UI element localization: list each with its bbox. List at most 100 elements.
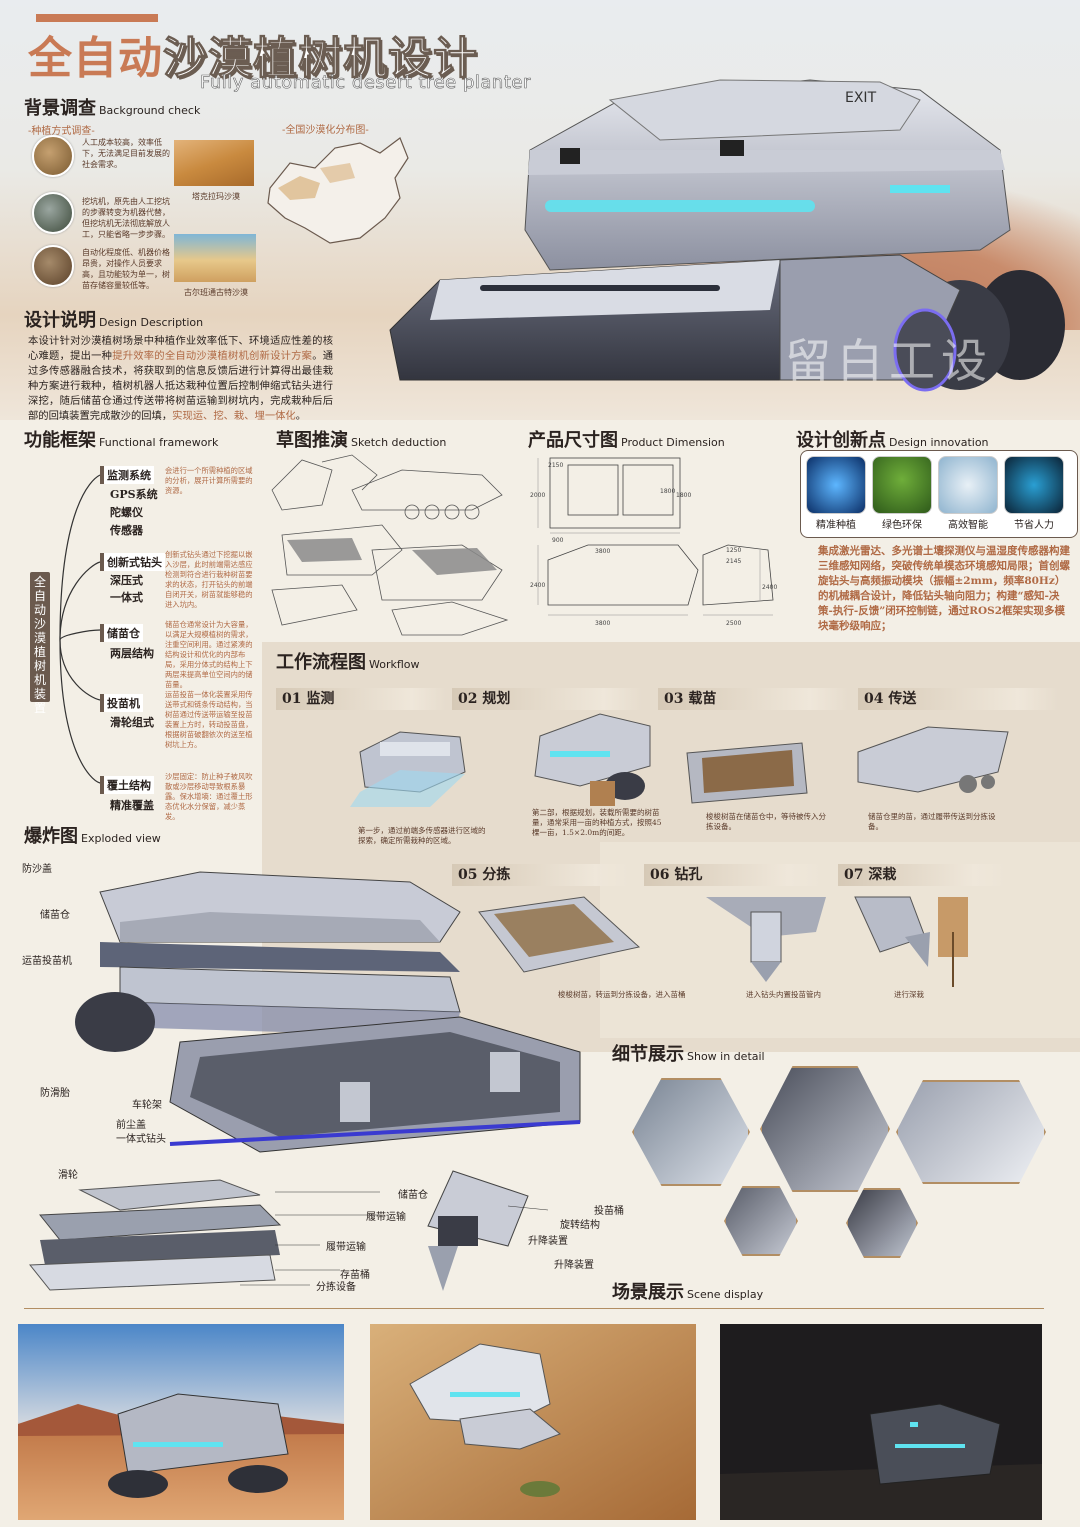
innovation-label-4: 节省人力 xyxy=(1014,520,1054,531)
framework-group-storage: 储苗仓 xyxy=(100,624,143,642)
dim-label-2150: 2150 xyxy=(548,462,564,469)
smart-hand-icon xyxy=(938,456,998,514)
step-07-header: 07 深栽 xyxy=(838,864,1008,886)
step-05-image xyxy=(478,896,641,973)
drill-label-bucket: 投苗桶 xyxy=(594,1206,624,1217)
drill-module-render xyxy=(427,1170,548,1291)
step-04-note: 储苗仓里的苗，通过履带传送到分拣设备。 xyxy=(868,812,996,831)
framework-note-storage: 储苗仓通常设计为大容量，以满足大规模植树的需求，注重空间利用。通过紧凑的结构设计… xyxy=(165,620,253,689)
exploded-view-render xyxy=(75,871,581,1153)
page-subtitle: Fully automatic desert tree planter xyxy=(200,72,531,94)
manual-planting-photo xyxy=(32,135,74,177)
framework-item-deep-press: 深压式 xyxy=(110,574,143,587)
digger-photo xyxy=(32,192,74,234)
step-02-header: 02 规划 xyxy=(452,688,642,710)
scene-image-night xyxy=(720,1324,1042,1520)
step-03-header: 03 载苗 xyxy=(658,688,848,710)
drill-label-lift2: 升降装置 xyxy=(554,1260,594,1271)
china-desertification-map xyxy=(267,137,409,244)
detail-image-5 xyxy=(846,1188,918,1258)
detail-image-2 xyxy=(760,1066,890,1192)
storage-label-sorter: 分拣设备 xyxy=(316,1282,356,1293)
storage-label-pulley: 滑轮 xyxy=(58,1170,78,1181)
framework-note-dispenser: 运苗投苗一体化装置采用传送带式和链条传动结构，当树苗通过传送带运输至投苗装置上方… xyxy=(165,690,253,749)
step-03-note: 梭梭树苗在储苗仓中，等待被传入分拣设备。 xyxy=(706,812,826,831)
dim-label-3800b: 3800 xyxy=(595,620,611,627)
taklamakan-photo xyxy=(174,140,254,186)
dim-label-2400b: 2400 xyxy=(762,584,778,591)
exploded-label-wheel-frame: 车轮架 xyxy=(132,1100,162,1111)
framework-item-sensor: 传感器 xyxy=(110,524,143,537)
watermark-text: 留白工设 xyxy=(785,334,993,388)
dim-label-1800a: 1800 xyxy=(660,488,676,495)
framework-group-drill: 创新式钻头 xyxy=(100,553,165,571)
exploded-label-dispenser: 运苗投苗机 xyxy=(22,956,72,967)
planting-machine-photo xyxy=(32,245,74,287)
innovation-label-3: 高效智能 xyxy=(948,520,988,531)
step-01-header: 01 监测 xyxy=(276,688,446,710)
exploded-label-tire: 防滑胎 xyxy=(40,1088,70,1099)
planting-survey-label: -种植方式调查- xyxy=(28,126,95,137)
dim-label-3800a: 3800 xyxy=(595,548,611,555)
distribution-map-label: -全国沙漠化分布图- xyxy=(282,125,369,136)
gurbantunggut-photo xyxy=(174,234,256,282)
step-02-image xyxy=(534,713,651,806)
survey-note-1: 人工成本较高，效率低下，无法满足目前发展的社会需求。 xyxy=(82,138,170,169)
framework-tree-lines xyxy=(59,474,101,784)
storage-label-bucket: 存苗桶 xyxy=(340,1270,370,1281)
framework-item-two-layer: 两层结构 xyxy=(110,647,154,660)
dim-label-2500: 2500 xyxy=(726,620,742,627)
exploded-label-storage: 储苗仓 xyxy=(40,910,70,921)
dim-label-2400a: 2400 xyxy=(530,582,546,589)
page-title: 全自动沙漠植树机设计 xyxy=(28,33,478,85)
framework-note-backfill: 沙层固定：防止种子被风吹散或沙层移动导致根系暴露。保水增墒：通过覆土形态优化水分… xyxy=(165,772,253,821)
innovation-label-1: 精准种植 xyxy=(816,520,856,531)
framework-note-monitoring: 会进行一个所需种植的区域的分析，展开计算所需要的资源。 xyxy=(165,466,253,495)
precision-icon xyxy=(806,456,866,514)
storage-label-track2: 履带运输 xyxy=(326,1242,366,1253)
framework-root-label: 全自动沙漠植树机装置 xyxy=(30,572,50,715)
step-05-note: 梭梭树苗，转运到分拣设备，进入苗桶 xyxy=(558,990,686,999)
exploded-label-front-cover: 前尘盖 xyxy=(116,1120,146,1131)
exploded-label-sand-cover: 防沙盖 xyxy=(22,864,52,875)
framework-note-drill: 创新式钻头通过下挖掘以嵌入沙层，此时前端需达感应检测到符合进行栽种树苗要求的状态… xyxy=(165,550,253,609)
step-06-note: 进入钻头内置投苗管内 xyxy=(746,990,821,999)
title-accent-bar xyxy=(36,14,158,22)
detail-image-4 xyxy=(724,1186,798,1256)
step-04-header: 04 传送 xyxy=(858,688,1058,710)
framework-item-integrated: 一体式 xyxy=(110,591,143,604)
scene-divider xyxy=(24,1308,1044,1309)
taklamakan-caption: 塔克拉玛沙漠 xyxy=(192,192,240,201)
labor-saving-icon xyxy=(1004,456,1064,514)
dim-label-1250: 1250 xyxy=(726,547,742,554)
scene-image-desert-day xyxy=(18,1324,344,1520)
step-07-image xyxy=(854,896,968,987)
detail-image-3 xyxy=(896,1080,1046,1184)
step-02-note: 第二部，根据规划，装载所需要的树苗量，通常采用一亩的种植方式，按照45棵一亩，1… xyxy=(532,808,662,837)
eco-tree-icon xyxy=(872,456,932,514)
dimension-drawings xyxy=(537,457,774,616)
storage-label-track1: 履带运输 xyxy=(366,1212,406,1223)
framework-item-gps: GPS系统 xyxy=(110,488,158,501)
exploded-label-drill: 一体式钻头 xyxy=(116,1134,166,1145)
framework-group-dispenser: 投苗机 xyxy=(100,694,143,712)
step-06-image xyxy=(706,897,826,982)
scene-image-sand-plant xyxy=(370,1324,696,1520)
dim-label-2145: 2145 xyxy=(726,558,742,565)
step-05-header: 05 分拣 xyxy=(452,864,632,886)
dim-label-1800b: 1800 xyxy=(676,492,692,499)
framework-item-gyro: 陀螺仪 xyxy=(110,506,143,519)
step-03-image xyxy=(686,742,808,804)
gurbantunggut-caption: 古尔班通古特沙漠 xyxy=(184,288,248,297)
drill-label-lift1: 升降装置 xyxy=(528,1236,568,1247)
dim-label-2000: 2000 xyxy=(530,492,546,499)
svg-text:EXIT: EXIT xyxy=(845,90,877,106)
survey-note-2: 挖坑机，原先由人工挖坑的步骤转变为机器代替，但挖坑机无法彻底解放人工，只能省略一… xyxy=(82,197,170,239)
framework-item-precise: 精准覆盖 xyxy=(110,799,154,812)
